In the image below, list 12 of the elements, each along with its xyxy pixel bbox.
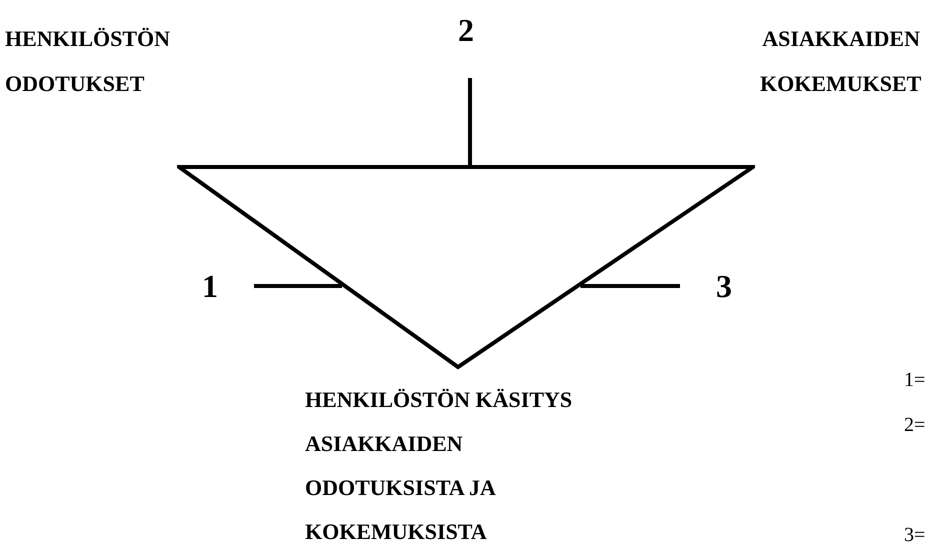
callout-number: 1 [196, 268, 224, 304]
legend-key: 1= [904, 367, 931, 393]
caption-text: HENKILÖSTÖN ODOTUKSET [5, 25, 172, 98]
leader-line [254, 284, 342, 288]
caption-text: ASIAKKAIDEN KOKEMUKSET [760, 25, 920, 98]
leader-line [580, 284, 680, 288]
legend-key: 2= [904, 412, 931, 438]
callout-number: 2 [450, 12, 482, 48]
legend-key: 3= [904, 522, 931, 548]
callout-number: 3 [710, 268, 738, 304]
leader-line [468, 78, 472, 167]
caption-text: HENKILÖSTÖN KÄSITYS ASIAKKAIDEN ODOTUKSISTA JA KOKEMUKSISTA [305, 386, 574, 546]
